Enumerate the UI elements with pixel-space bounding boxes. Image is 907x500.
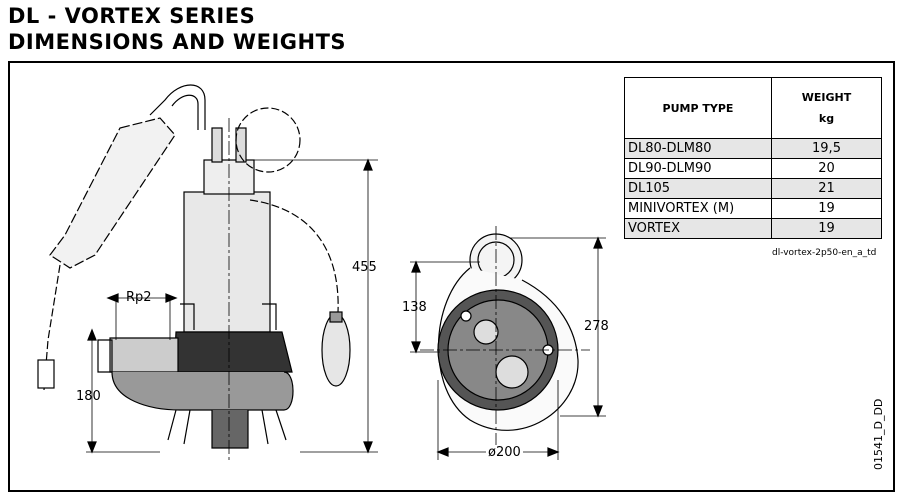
drawing-frame xyxy=(8,61,895,492)
dim-depth: 278 xyxy=(584,319,609,334)
pump-type-cell: DL80-DLM80 xyxy=(624,138,772,159)
table-row: MINIVORTEX (M) 19 xyxy=(624,198,882,219)
table-row: DL80-DLM80 19,5 xyxy=(624,138,882,159)
drawing-code: 01541_D_DD xyxy=(872,398,885,470)
dim-outlet-height: 180 xyxy=(76,389,101,404)
power-cable xyxy=(37,84,206,391)
weight-cell: 21 xyxy=(771,178,882,199)
dim-total-height: 455 xyxy=(352,260,377,275)
weight-cell: 19,5 xyxy=(771,138,882,159)
col-header-pump-type: PUMP TYPE xyxy=(624,77,772,139)
title-series: DL - VORTEX SERIES xyxy=(8,4,256,28)
dim-thread: Rp2 xyxy=(126,290,152,305)
float-switch xyxy=(235,107,351,387)
pump-side-view xyxy=(97,118,294,460)
dim-top-offset: 138 xyxy=(402,300,427,315)
document-reference: dl-vortex-2p50-en_a_td xyxy=(772,248,877,258)
pump-type-cell: MINIVORTEX (M) xyxy=(624,198,772,219)
table-row: VORTEX 19 xyxy=(624,218,882,239)
title-dimensions-weights: DIMENSIONS AND WEIGHTS xyxy=(8,30,347,54)
pump-type-cell: DL105 xyxy=(624,178,772,199)
pump-type-cell: DL90-DLM90 xyxy=(624,158,772,179)
table-row: DL105 21 xyxy=(624,178,882,199)
weight-cell: 19 xyxy=(771,218,882,239)
table-row: DL90-DLM90 20 xyxy=(624,158,882,179)
dim-diameter: ø200 xyxy=(486,445,523,460)
weight-cell: 20 xyxy=(771,158,882,179)
pump-top-view xyxy=(420,226,590,450)
weight-cell: 19 xyxy=(771,198,882,219)
pump-type-cell: VORTEX xyxy=(624,218,772,239)
